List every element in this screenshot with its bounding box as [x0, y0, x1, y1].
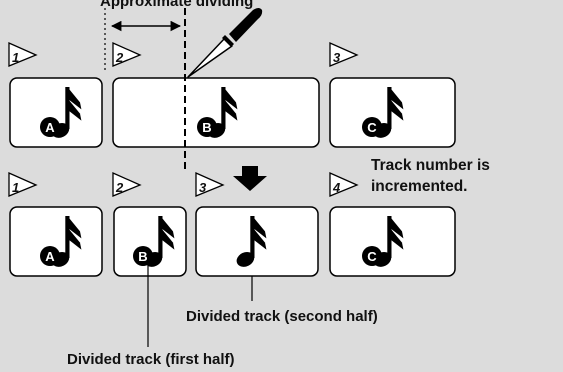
after-track-3: 3 — [195, 171, 319, 277]
track-box — [112, 77, 320, 148]
track-box — [329, 206, 456, 277]
badge — [197, 117, 217, 137]
track-number-flag — [329, 41, 359, 67]
badge — [40, 246, 60, 266]
label-first-half: Divided track (first half) — [67, 351, 235, 368]
knife-icon — [187, 8, 263, 78]
before-track-1: 1 A — [8, 41, 103, 148]
badge-letter: A — [45, 120, 55, 135]
track-number: 3 — [333, 50, 341, 65]
track-box — [9, 206, 103, 277]
track-number: 4 — [332, 180, 341, 195]
badge — [133, 246, 153, 266]
track-box — [329, 77, 456, 148]
before-track-2: 2 B — [112, 41, 320, 148]
badge-letter: B — [202, 120, 211, 135]
increment-note-line1: Track number is — [371, 157, 490, 174]
track-number-flag — [112, 171, 142, 197]
after-track-2: 2 B — [112, 171, 187, 277]
badge-letter: A — [45, 249, 55, 264]
badge — [362, 117, 382, 137]
before-track-3: 3 C — [329, 41, 456, 148]
track-number-flag — [8, 171, 38, 197]
badge-letter: B — [138, 249, 147, 264]
badge-letter: C — [367, 120, 377, 135]
track-number: 1 — [12, 180, 19, 195]
down-arrow-icon — [233, 166, 267, 191]
track-box — [9, 77, 103, 148]
track-number-flag — [329, 171, 359, 197]
after-track-1: 1 A — [8, 171, 103, 277]
increment-note-line2: incremented. — [371, 178, 467, 195]
badge — [40, 117, 60, 137]
track-number-flag — [8, 41, 38, 67]
track-number: 1 — [12, 50, 19, 65]
track-number-flag — [195, 171, 225, 197]
track-number-flag — [112, 41, 142, 67]
label-second-half: Divided track (second half) — [186, 308, 378, 325]
track-box — [113, 206, 187, 277]
track-number: 3 — [199, 180, 207, 195]
track-number: 2 — [115, 50, 124, 65]
caption-top: Approximate dividing — [100, 0, 253, 10]
track-number: 2 — [115, 180, 124, 195]
badge-letter: C — [367, 249, 377, 264]
after-track-4: 4 C — [329, 171, 456, 277]
badge — [362, 246, 382, 266]
